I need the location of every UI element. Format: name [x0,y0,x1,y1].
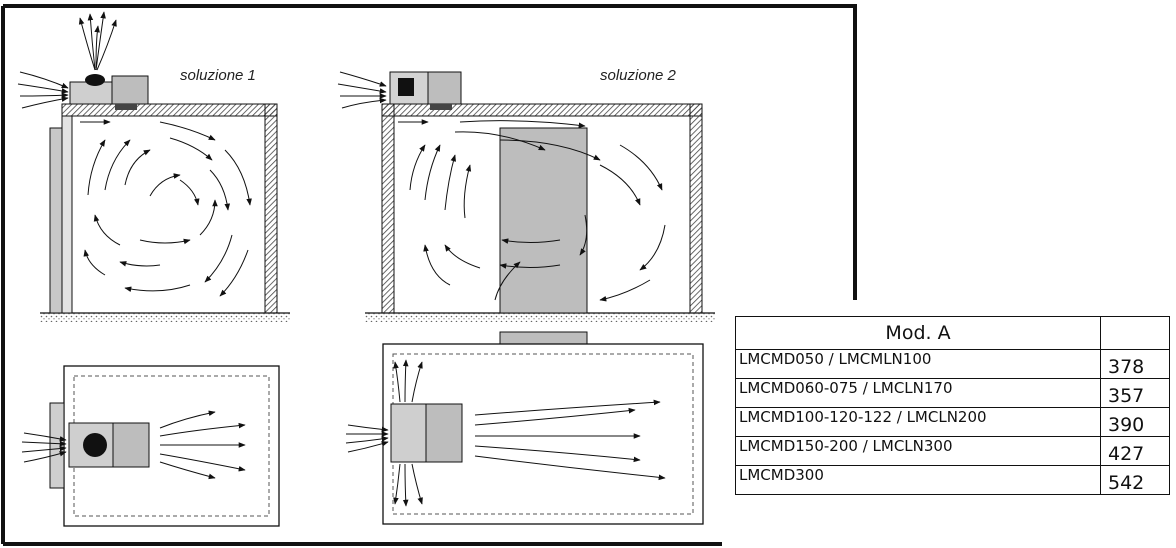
model-cell: LMCMD050 / LMCMLN100 [735,349,1101,379]
table-row: LMCMD300 542 [735,465,1170,495]
fan-icon [85,74,105,86]
solution-1-side-view [17,11,290,322]
value-cell: 542 [1100,465,1170,495]
model-cell: LMCMD100-120-122 / LMCLN200 [735,407,1101,437]
solution-2-label: soluzione 2 [600,67,677,84]
model-cell: LMCMD300 [735,465,1101,495]
outer-frame [1,4,857,546]
model-cell: LMCMD060-075 / LMCLN170 [735,378,1101,408]
value-cell: 390 [1100,407,1170,437]
model-header: Mod. A [735,316,1101,350]
table-row: LMCMD150-200 / LMCLN300 427 [735,436,1170,466]
model-table: Mod. A LMCMD050 / LMCMLN100 378 LMCMD060… [735,316,1170,495]
solution-1-top-view [21,365,280,527]
table-row: LMCMD050 / LMCMLN100 378 [735,349,1170,379]
solution-2-top-view [345,331,704,525]
goods-stack [499,127,588,314]
value-header [1100,316,1170,350]
solution-2-side-view [337,71,715,322]
table-row: LMCMD100-120-122 / LMCLN200 390 [735,407,1170,437]
table-row: LMCMD060-075 / LMCLN170 357 [735,378,1170,408]
value-cell: 378 [1100,349,1170,379]
value-cell: 427 [1100,436,1170,466]
fan-icon [398,78,414,96]
model-cell: LMCMD150-200 / LMCLN300 [735,436,1101,466]
value-cell: 357 [1100,378,1170,408]
table-header-row: Mod. A [735,316,1170,350]
fan-icon [83,433,107,457]
solution-1-label: soluzione 1 [180,67,256,84]
